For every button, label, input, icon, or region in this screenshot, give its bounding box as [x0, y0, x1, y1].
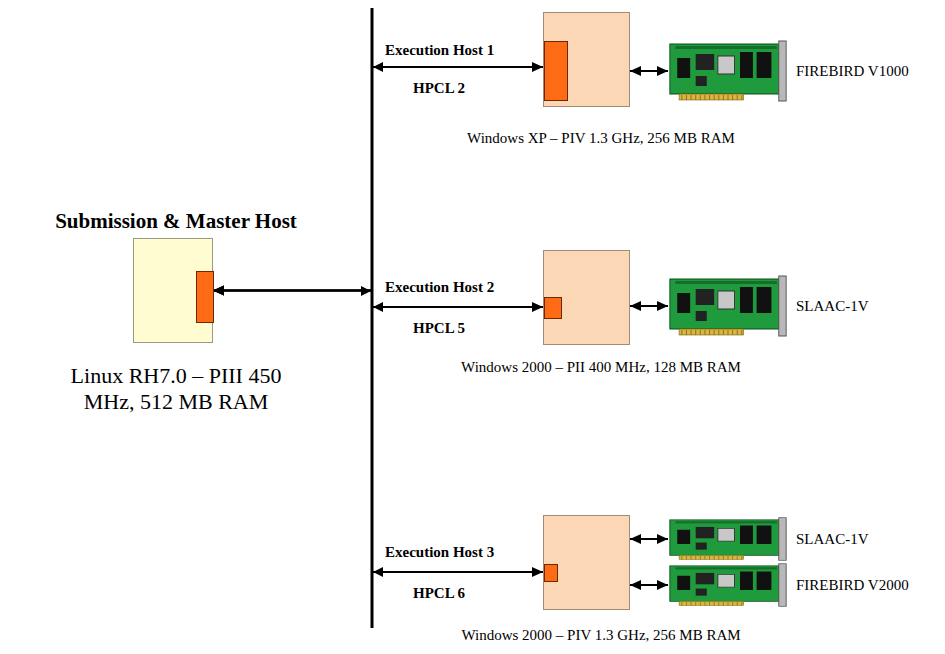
fpga-card: SLAAC-1V: [668, 517, 788, 561]
host-label: Execution Host 3: [385, 543, 541, 561]
fpga-card-illustration: [668, 517, 788, 561]
host-spec: Windows XP – PIV 1.3 GHz, 256 MB RAM: [401, 129, 801, 147]
card-label: FIREBIRD V2000: [796, 576, 909, 594]
connector-arrow: [630, 538, 668, 540]
master-host-box: Submission & Master HostLinux RH7.0 – PI…: [133, 238, 213, 343]
connector-arrow: [213, 291, 543, 573]
fpga-card: SLAAC-1V: [668, 275, 788, 337]
connector-arrow: [213, 67, 543, 291]
card-label: SLAAC-1V: [796, 297, 869, 315]
connector-arrow: [630, 584, 668, 586]
host-label: Execution Host 1: [385, 41, 541, 59]
execution-host-box: Execution Host 1HPCL 2Windows XP – PIV 1…: [543, 12, 630, 107]
card-label: SLAAC-1V: [796, 530, 869, 548]
host-spec: Windows 2000 – PII 400 MHz, 128 MB RAM: [401, 358, 801, 376]
fpga-card: FIREBIRD V2000: [668, 563, 788, 607]
execution-host-box: Execution Host 2HPCL 5Windows 2000 – PII…: [543, 250, 630, 345]
network-port: [544, 297, 562, 319]
host-name: HPCL 2: [413, 79, 533, 97]
execution-host-box: Execution Host 3HPCL 6Windows 2000 – PIV…: [543, 515, 630, 610]
host-spec: Windows 2000 – PIV 1.3 GHz, 256 MB RAM: [401, 626, 801, 644]
connector-arrow: [630, 70, 668, 72]
fpga-card: FIREBIRD V1000: [668, 40, 788, 102]
fpga-card-illustration: [668, 563, 788, 607]
host-label: Execution Host 2: [385, 278, 541, 296]
card-label: FIREBIRD V1000: [796, 62, 909, 80]
network-port: [544, 564, 558, 582]
host-spec: Linux RH7.0 – PIII 450 MHz, 512 MB RAM: [66, 363, 286, 416]
connector-arrow: [630, 305, 668, 307]
network-port: [196, 271, 214, 323]
host-name: HPCL 5: [413, 319, 533, 337]
fpga-card-illustration: [668, 275, 788, 337]
host-title: Submission & Master Host: [21, 209, 331, 234]
fpga-card-illustration: [668, 40, 788, 102]
network-port: [544, 41, 568, 101]
host-name: HPCL 6: [413, 584, 533, 602]
